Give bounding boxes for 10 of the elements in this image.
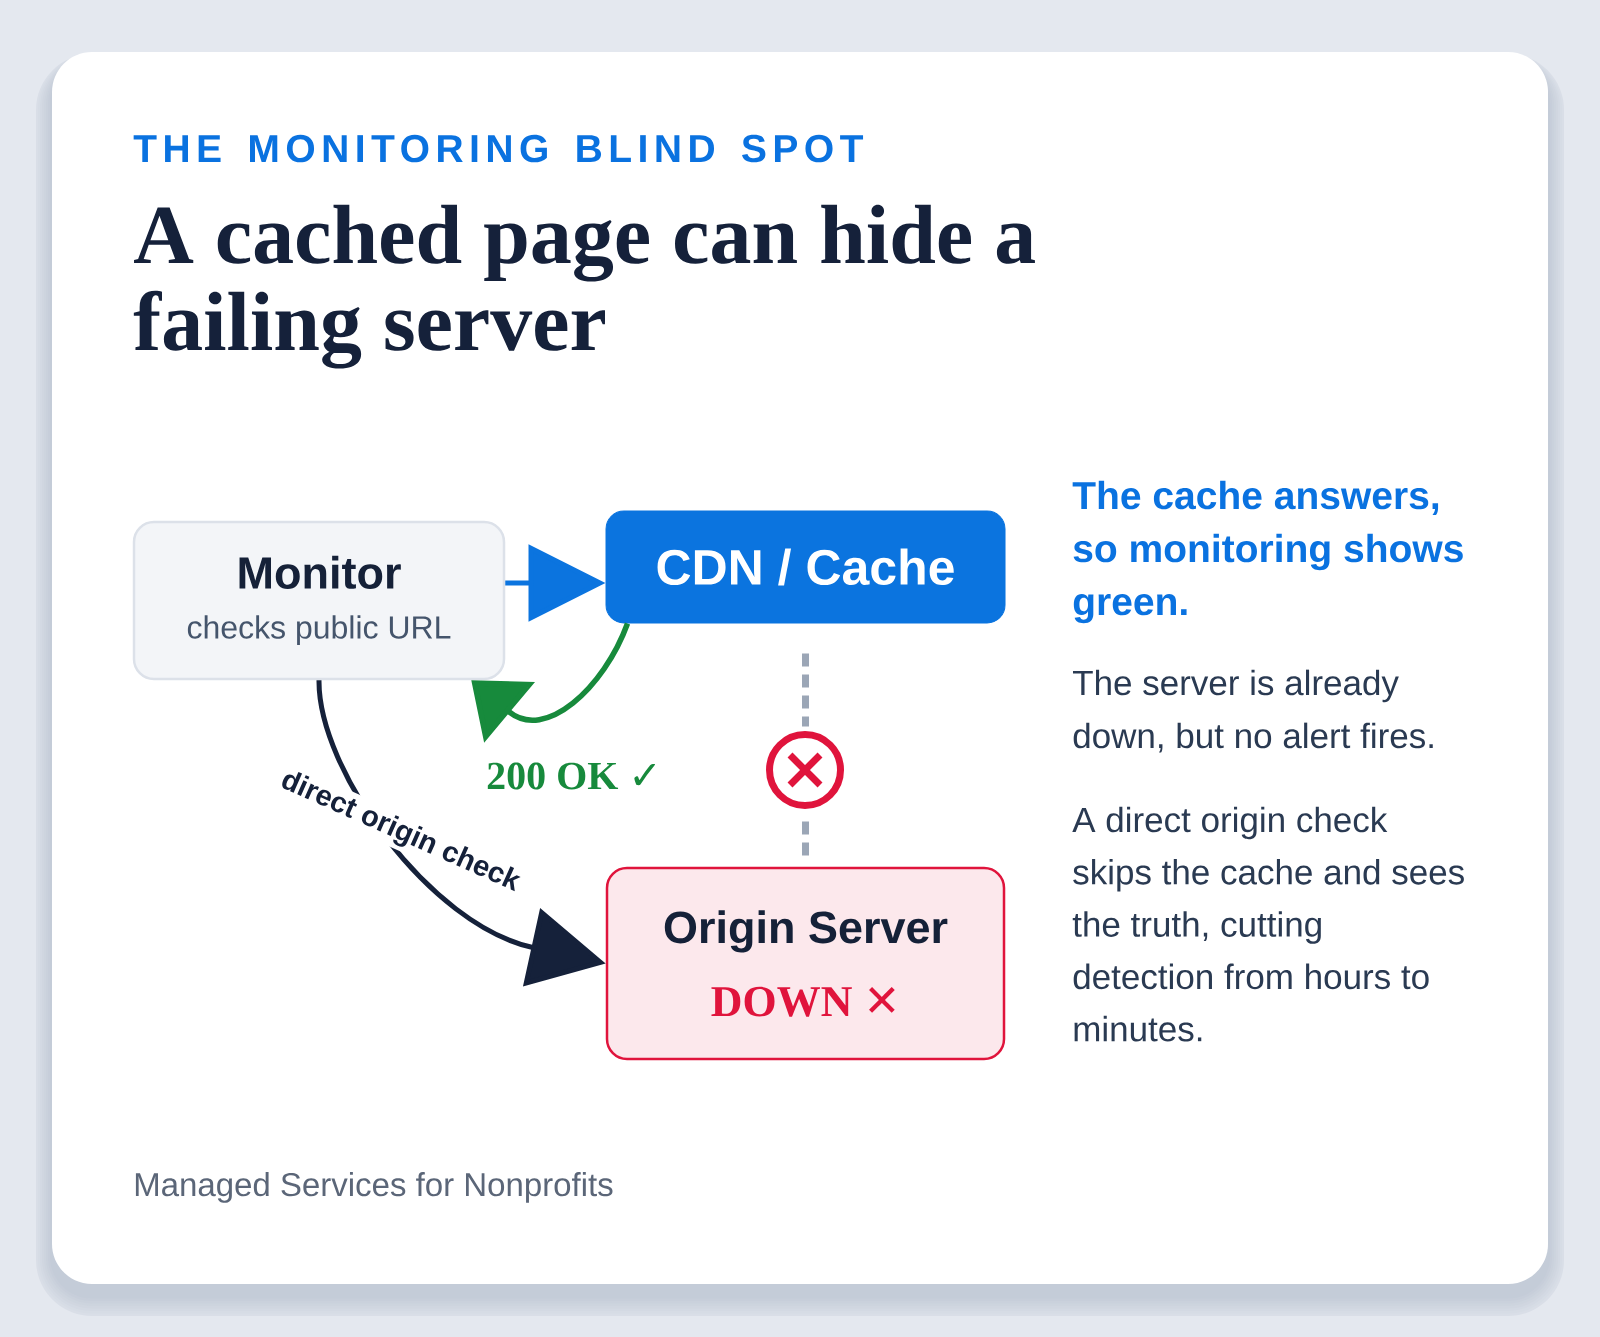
process-box: CDN / Cache (605, 510, 1006, 624)
eyebrow-text: THE MONITORING BLIND SPOT (133, 134, 864, 163)
curved-arrow (471, 622, 631, 743)
footer-text: Managed Services for Nonprofits (135, 1172, 613, 1203)
body-text: A direct origin check skips the cache and sees the truth, cutting detection from hours to minutes. (1072, 806, 1464, 1042)
title: A cached page can hide a failing server (133, 204, 1035, 369)
process-box: Origin Server DOWN ✕ (605, 866, 1006, 1061)
callout-heading: The cache answers, so monitoring shows green. (1072, 480, 1463, 624)
body-text: The server is already down, but no alert fires. (1073, 669, 1433, 753)
process-box: Monitor checks public URL (132, 520, 506, 681)
